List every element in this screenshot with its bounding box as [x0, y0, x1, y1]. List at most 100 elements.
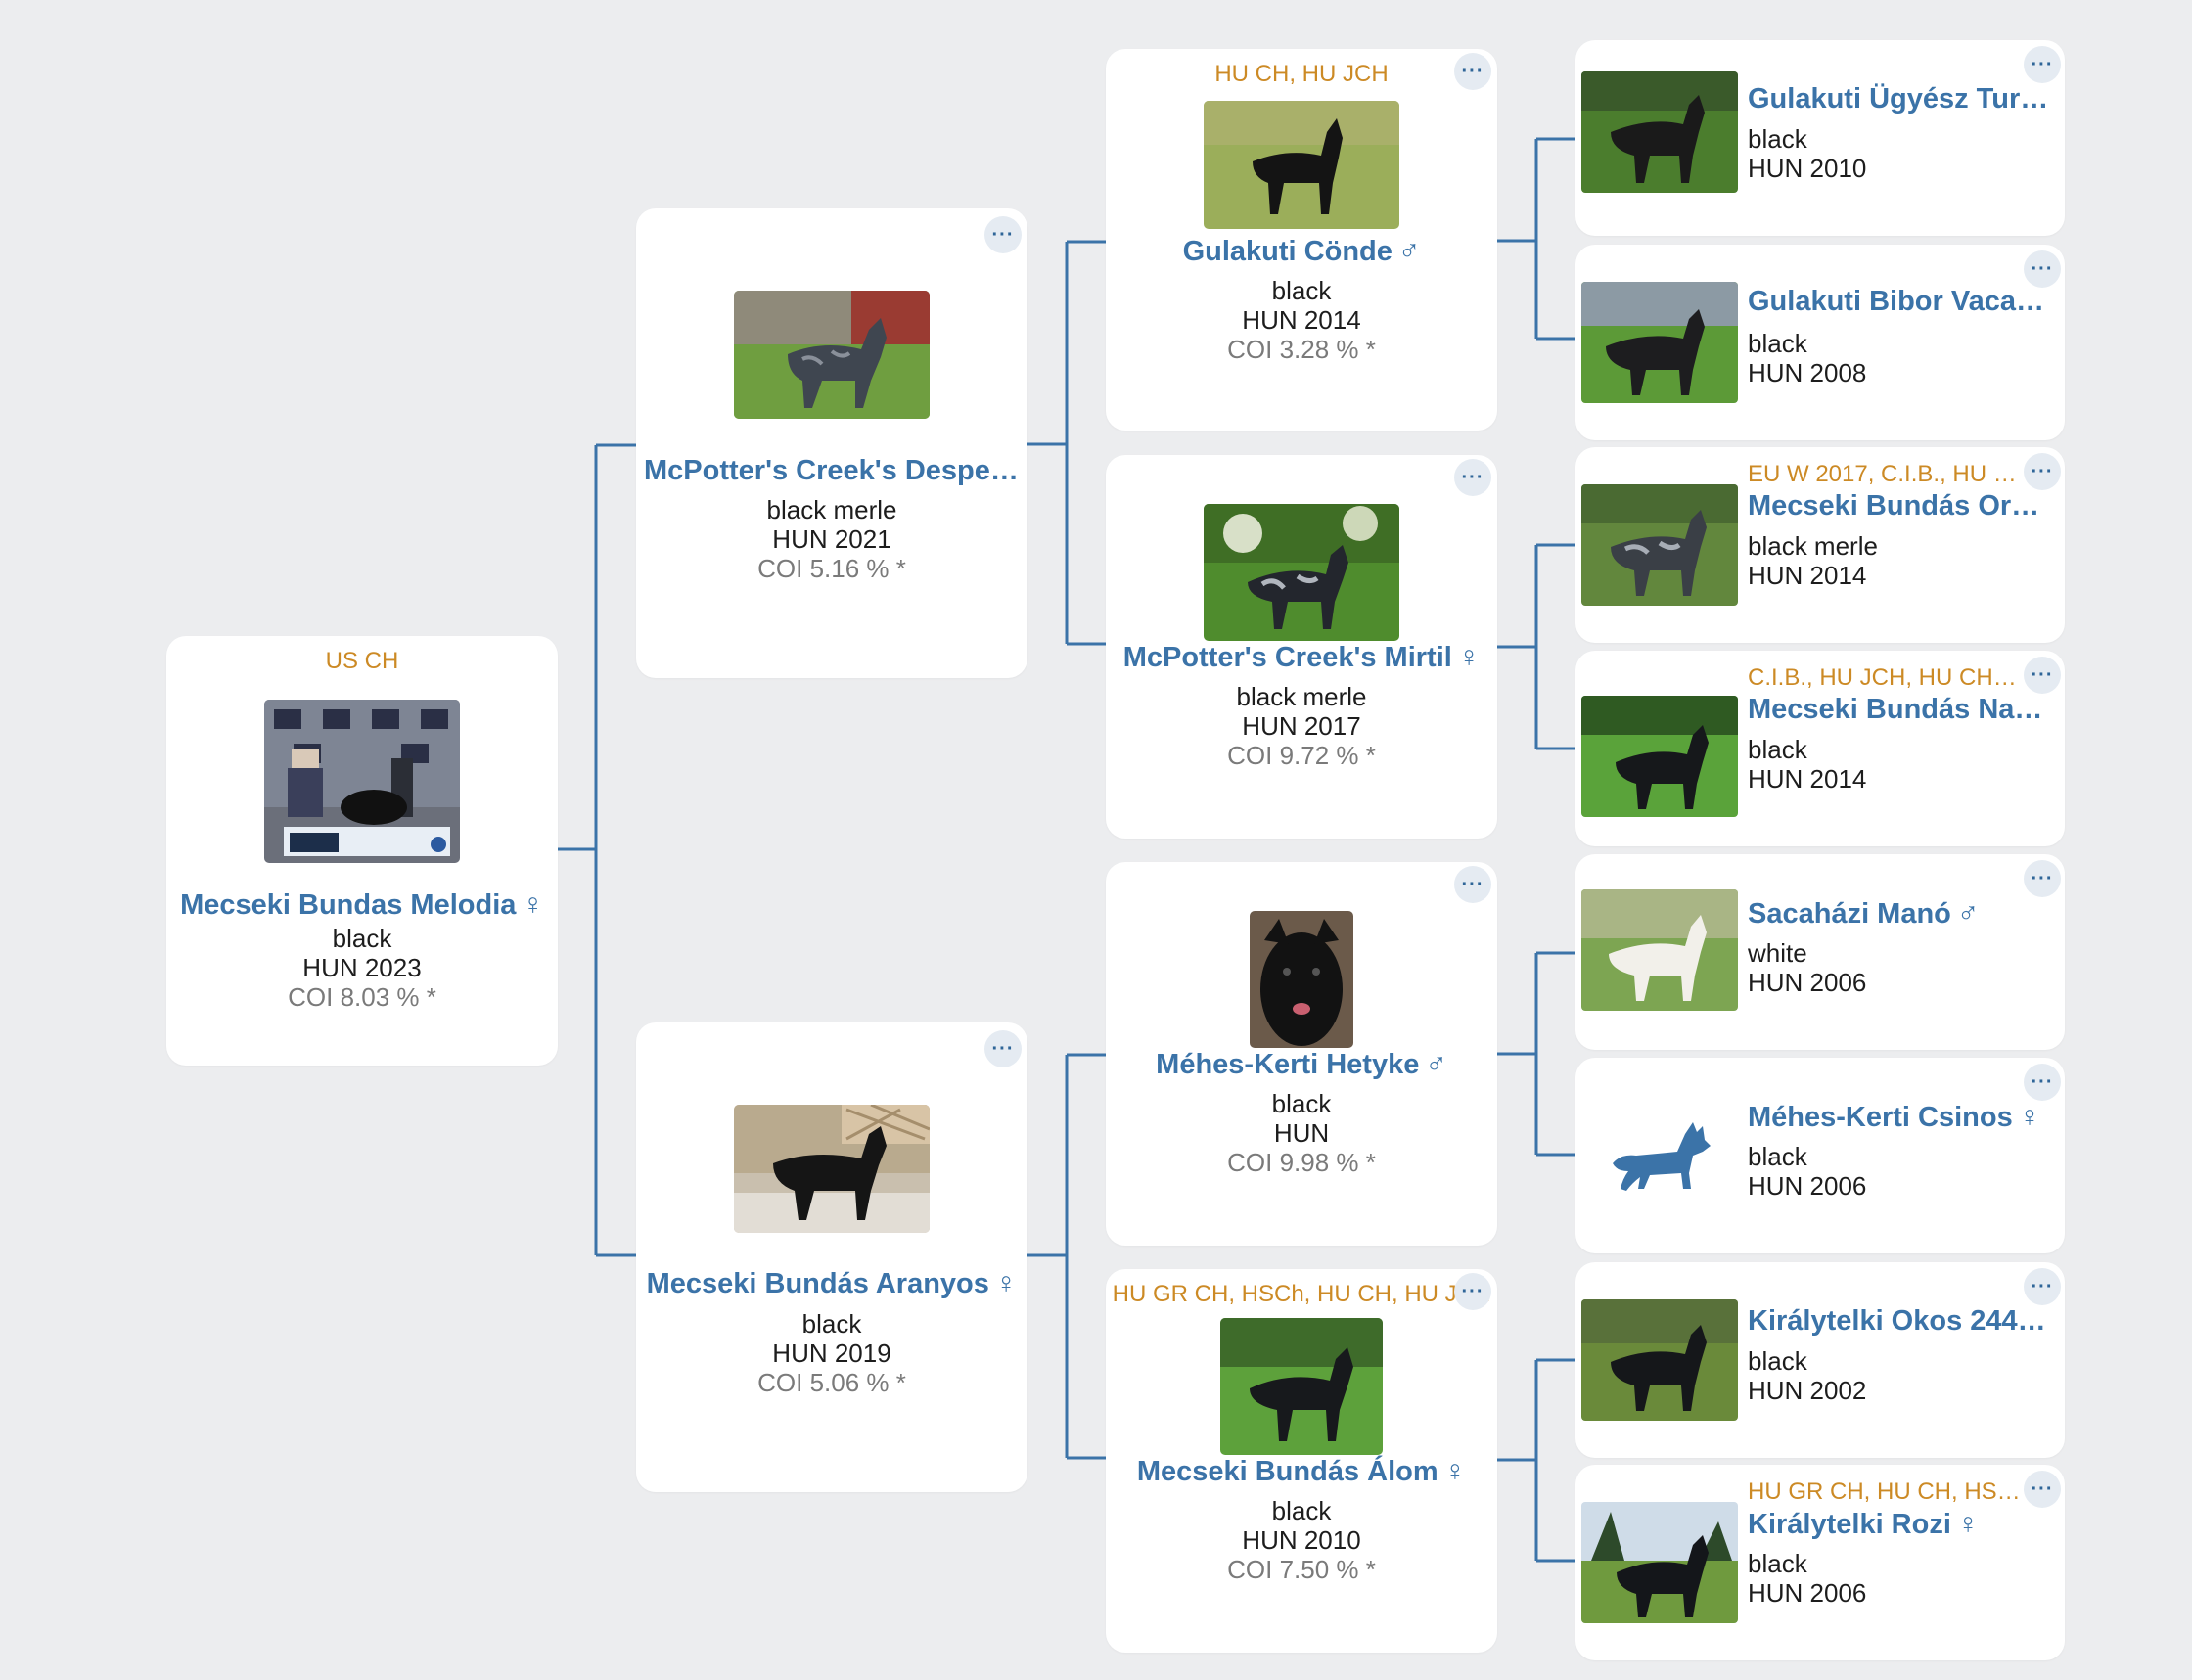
sire-details: black merle HUN 2021 COI 5.16 % *	[636, 495, 1028, 583]
more-options-button[interactable]: ···	[2024, 1471, 2061, 1508]
sire-coi: COI 5.16 % *	[757, 554, 906, 583]
dam-photo[interactable]	[734, 1105, 930, 1233]
more-options-button[interactable]: ···	[1454, 53, 1491, 90]
proband-name[interactable]: Mecseki Bundas Melodia♀	[174, 888, 550, 922]
sire-color: black merle	[766, 495, 897, 524]
g3-name-link[interactable]: Méhes-Kerti Hetyke	[1156, 1049, 1420, 1080]
more-options-button[interactable]: ···	[2024, 250, 2061, 288]
g4-photo[interactable]	[1581, 889, 1738, 1011]
g4-photo[interactable]	[1581, 696, 1738, 817]
more-options-button[interactable]: ···	[2024, 46, 2061, 83]
dam-color: black	[801, 1309, 862, 1339]
g4-photo[interactable]	[1581, 1502, 1738, 1623]
proband-card[interactable]: US CH Mecseki Bundas Melodia♀ black HUN …	[166, 636, 558, 1066]
dam-name[interactable]: Mecseki Bundás Aranyos♀	[644, 1267, 1020, 1300]
g4-card-1[interactable]: ··· Gulakuti Ügyész Turb... black HUN 20…	[1576, 40, 2065, 236]
g4-color: black	[1748, 329, 1807, 358]
more-options-button[interactable]: ···	[1454, 459, 1491, 496]
g4-name-link[interactable]: Méhes-Kerti Csinos	[1748, 1102, 2013, 1133]
g4-details: white HUN 2006	[1748, 938, 1866, 997]
g3-name[interactable]: Mecseki Bundás Álom♀	[1114, 1455, 1489, 1488]
g3-name[interactable]: McPotter's Creek's Mirtil♀	[1114, 641, 1489, 674]
g4-name[interactable]: Gulakuti Ügyész Turb...	[1748, 83, 2053, 114]
g3-name-link[interactable]: Gulakuti Cönde	[1182, 236, 1393, 267]
sire-card[interactable]: ··· McPotter's Creek's Desper... black m…	[636, 208, 1028, 678]
g4-name[interactable]: Királytelki Okos 2448...	[1748, 1305, 2053, 1337]
proband-coi: COI 8.03 % *	[288, 982, 436, 1012]
more-options-button[interactable]: ···	[2024, 860, 2061, 897]
g4-card-5[interactable]: ··· Sacaházi Manó♂ white HUN 2006	[1576, 854, 2065, 1050]
g3-titles: HU GR CH, HSCh, HU CH, HU JCH	[1112, 1281, 1491, 1307]
g3-coi: COI 7.50 % *	[1227, 1555, 1376, 1584]
more-options-button[interactable]: ···	[984, 216, 1022, 253]
g4-name[interactable]: Királytelki Rozi♀	[1748, 1508, 2053, 1541]
g4-card-7[interactable]: ··· Királytelki Okos 2448... black HUN 2…	[1576, 1262, 2065, 1458]
g4-color: black	[1748, 1346, 1807, 1376]
g4-color: black	[1748, 1142, 1807, 1171]
g4-card-3[interactable]: EU W 2017, C.I.B., HU GR ... ··· Mecseki…	[1576, 447, 2065, 643]
g4-photo[interactable]	[1581, 71, 1738, 193]
sire-photo[interactable]	[734, 291, 930, 419]
more-options-button[interactable]: ···	[2024, 1268, 2061, 1305]
g3-color: black	[1271, 1089, 1332, 1118]
g4-name[interactable]: Mecseki Bundás Nap...	[1748, 694, 2053, 725]
g3-color: black	[1271, 276, 1332, 305]
g4-card-6[interactable]: ··· Méhes-Kerti Csinos♀ black HUN 2006	[1576, 1058, 2065, 1253]
g4-titles: HU GR CH, HU CH, HSCh, ...	[1748, 1478, 2022, 1505]
g4-titles: C.I.B., HU JCH, HU CH, HSCh	[1748, 664, 2022, 691]
more-options-button[interactable]: ···	[984, 1030, 1022, 1067]
proband-color: black	[332, 924, 392, 953]
g3-name[interactable]: Méhes-Kerti Hetyke♂	[1114, 1048, 1489, 1081]
more-options-button[interactable]: ···	[1454, 1273, 1491, 1310]
g3-card-1[interactable]: HU CH, HU JCH ··· Gulakuti Cönde♂ black …	[1106, 49, 1497, 431]
sire-reg: HUN 2021	[772, 524, 891, 554]
more-options-button[interactable]: ···	[2024, 453, 2061, 490]
proband-name-link[interactable]: Mecseki Bundas Melodia	[180, 889, 517, 921]
g4-name[interactable]: Mecseki Bundás Orká...	[1748, 490, 2053, 522]
g3-name-link[interactable]: Mecseki Bundás Álom	[1136, 1456, 1438, 1487]
g4-photo[interactable]	[1581, 484, 1738, 606]
sire-name-link[interactable]: McPotter's Creek's Desper...	[644, 455, 1020, 486]
g4-details: black HUN 2008	[1748, 329, 1866, 387]
g3-name[interactable]: Gulakuti Cönde♂	[1114, 235, 1489, 268]
g3-details: black HUN 2014 COI 3.28 % *	[1106, 276, 1497, 364]
g3-card-4[interactable]: HU GR CH, HSCh, HU CH, HU JCH ··· Mecsek…	[1106, 1269, 1497, 1653]
g4-card-8[interactable]: HU GR CH, HU CH, HSCh, ... ··· Királytel…	[1576, 1465, 2065, 1660]
g4-photo[interactable]	[1581, 1299, 1738, 1421]
g3-reg: HUN	[1273, 1118, 1330, 1148]
g4-card-2[interactable]: ··· Gulakuti Bibor Vacak ... black HUN 2…	[1576, 245, 2065, 440]
female-icon: ♀	[522, 888, 544, 921]
g4-reg: HUN 2008	[1748, 358, 1867, 387]
female-icon: ♀	[1457, 641, 1481, 673]
g4-name[interactable]: Gulakuti Bibor Vacak ...	[1748, 286, 2053, 317]
g4-name[interactable]: Méhes-Kerti Csinos♀	[1748, 1101, 2053, 1134]
proband-photo[interactable]	[264, 700, 460, 863]
female-icon: ♀	[994, 1267, 1018, 1299]
g3-name-link[interactable]: McPotter's Creek's Mirtil	[1122, 642, 1452, 673]
g3-photo[interactable]	[1220, 1318, 1383, 1455]
g3-photo[interactable]	[1204, 101, 1399, 229]
more-options-button[interactable]: ···	[2024, 1064, 2061, 1101]
g3-photo[interactable]	[1250, 911, 1353, 1048]
sire-name[interactable]: McPotter's Creek's Desper...	[644, 455, 1020, 487]
g3-reg: HUN 2014	[1242, 305, 1361, 335]
g4-card-4[interactable]: C.I.B., HU JCH, HU CH, HSCh ··· Mecseki …	[1576, 651, 2065, 846]
g4-name[interactable]: Sacaházi Manó♂	[1748, 897, 2053, 931]
g4-details: black HUN 2014	[1748, 735, 1866, 794]
more-options-button[interactable]: ···	[2024, 657, 2061, 694]
g3-card-3[interactable]: ··· Méhes-Kerti Hetyke♂ black HUN COI 9.…	[1106, 862, 1497, 1246]
g4-photo[interactable]	[1581, 282, 1738, 403]
more-options-button[interactable]: ···	[1454, 866, 1491, 903]
g4-color: black	[1748, 124, 1807, 154]
g4-name-link[interactable]: Királytelki Rozi	[1748, 1509, 1951, 1540]
g3-photo[interactable]	[1204, 504, 1399, 641]
g3-card-2[interactable]: ··· McPotter's Creek's Mirtil♀ black mer…	[1106, 455, 1497, 839]
g4-color: black	[1748, 1549, 1807, 1578]
g4-reg: HUN 2014	[1748, 561, 1867, 590]
g4-reg: HUN 2006	[1748, 968, 1867, 997]
dam-name-link[interactable]: Mecseki Bundás Aranyos	[646, 1268, 989, 1299]
g4-name-link[interactable]: Sacaházi Manó	[1748, 898, 1951, 930]
dam-card[interactable]: ··· Mecseki Bundás Aranyos♀ black HUN 20…	[636, 1022, 1028, 1492]
proband-reg: HUN 2023	[302, 953, 422, 982]
